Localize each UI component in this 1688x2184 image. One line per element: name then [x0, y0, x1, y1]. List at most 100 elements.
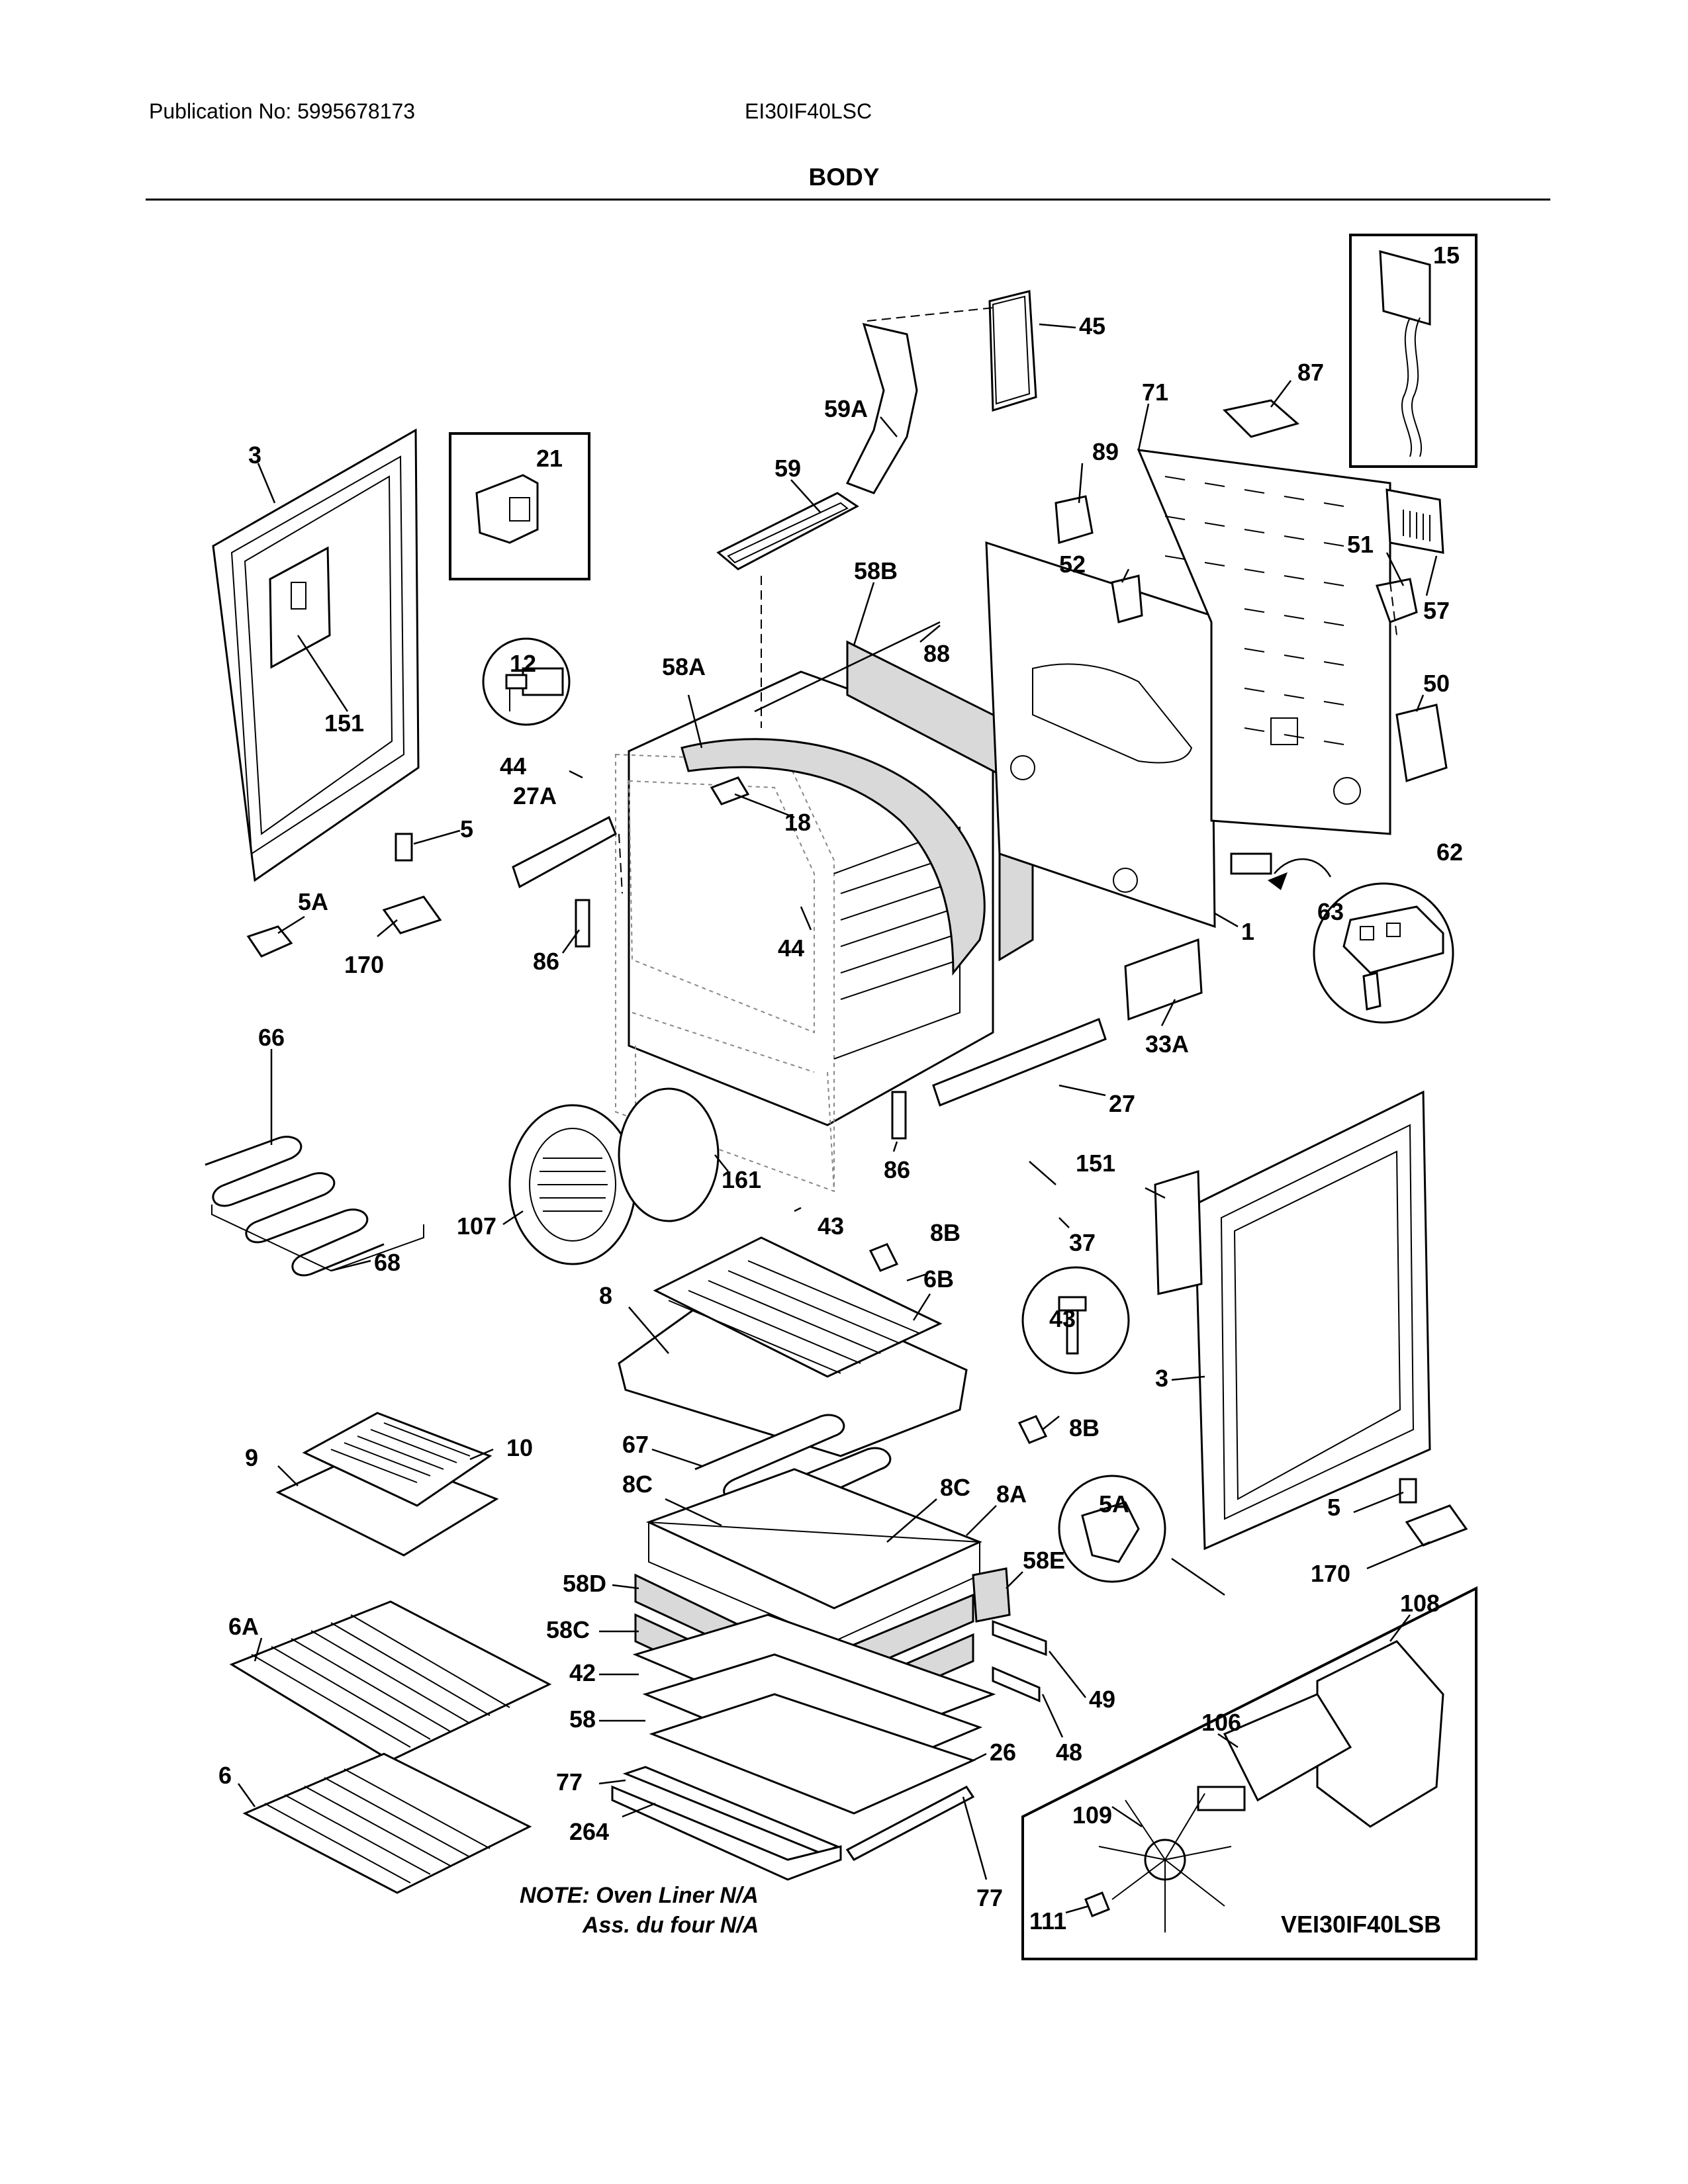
label-10: 10 — [506, 1434, 533, 1461]
label-8b-top: 8B — [930, 1219, 961, 1246]
label-86-right: 86 — [884, 1156, 910, 1183]
note-line-1: NOTE: Oven Liner N/A — [520, 1883, 759, 1908]
inset-box-15 — [1349, 234, 1477, 468]
bracket-170-left — [382, 895, 442, 934]
clip-8b-top — [868, 1243, 899, 1272]
rail-77-bottom — [845, 1786, 975, 1861]
rack-6a — [229, 1600, 552, 1762]
note-line-2: Ass. du four N/A — [582, 1913, 759, 1938]
broil-grid-10 — [302, 1412, 492, 1507]
label-8a: 8A — [996, 1480, 1027, 1508]
label-6: 6 — [218, 1762, 232, 1789]
bracket-151-right — [1154, 1169, 1203, 1295]
header-divider — [146, 199, 1550, 201]
inset-box-convection — [1021, 1586, 1477, 1960]
label-58: 58 — [569, 1706, 596, 1733]
label-264: 264 — [569, 1818, 609, 1845]
label-86-left: 86 — [533, 948, 559, 975]
vent-cover-45 — [988, 290, 1037, 412]
clip-8b-bottom — [1017, 1415, 1048, 1444]
inset-model-label: VEI30IF40LSB — [1281, 1911, 1441, 1938]
part-21-bracket — [475, 474, 539, 544]
label-3-right: 3 — [1155, 1365, 1168, 1392]
label-59: 59 — [774, 455, 801, 482]
label-106: 106 — [1201, 1709, 1241, 1736]
label-45: 45 — [1079, 312, 1105, 340]
label-107: 107 — [457, 1212, 496, 1240]
label-58e: 58E — [1023, 1547, 1065, 1574]
bracket-86-left — [575, 899, 590, 948]
leader-59a-45 — [867, 307, 994, 322]
part-12-sensor — [505, 667, 564, 711]
section-title: BODY — [808, 163, 880, 191]
label-88: 88 — [923, 640, 950, 667]
label-9: 9 — [245, 1444, 258, 1471]
label-37: 37 — [1069, 1229, 1096, 1256]
label-108: 108 — [1400, 1590, 1440, 1617]
label-71: 71 — [1142, 379, 1168, 406]
bracket-52 — [1111, 574, 1143, 623]
wire-37 — [1029, 1161, 1056, 1185]
label-66: 66 — [258, 1024, 285, 1051]
motor-plate-106 — [1197, 1693, 1352, 1811]
cover-50 — [1395, 704, 1448, 782]
bracket-170-right — [1405, 1504, 1468, 1547]
label-67: 67 — [622, 1431, 649, 1458]
label-6b: 6B — [923, 1265, 954, 1293]
publication-number: Publication No: 5995678173 — [149, 99, 416, 123]
arrow-62 — [1274, 858, 1332, 878]
fan-blade-109 — [1098, 1793, 1232, 1933]
model-number: EI30IF40LSC — [745, 99, 872, 123]
channel-27a — [512, 815, 617, 889]
rail-49 — [992, 1619, 1047, 1657]
label-52: 52 — [1059, 551, 1086, 578]
inset-box-21 — [449, 432, 590, 580]
label-63: 63 — [1317, 898, 1344, 925]
nut-111 — [1084, 1891, 1110, 1917]
label-170-left: 170 — [344, 951, 384, 978]
label-49: 49 — [1089, 1686, 1115, 1713]
label-68: 68 — [374, 1249, 400, 1276]
label-50: 50 — [1423, 670, 1450, 697]
vent-duct-59 — [716, 492, 859, 570]
door-panel-right — [1194, 1090, 1431, 1551]
convection-fan-cover-107 — [508, 1104, 637, 1265]
part-63-clip — [1362, 972, 1382, 1011]
leader-51 — [1389, 582, 1397, 636]
leveler-5-right — [1399, 1478, 1417, 1504]
label-170-right: 170 — [1311, 1560, 1350, 1587]
label-111: 111 — [1029, 1907, 1066, 1934]
fan-housing-108 — [1316, 1640, 1444, 1828]
label-21: 21 — [536, 445, 563, 472]
part-labels: 3 21 59 59A 45 89 71 87 15 51 57 52 58B … — [218, 242, 1463, 1934]
rack-6b — [653, 1236, 943, 1378]
leader-lines — [237, 323, 1438, 1914]
screw-43 — [1058, 1296, 1087, 1355]
leveler-5-left — [395, 833, 413, 862]
vent-duct-59a — [845, 322, 918, 494]
ring-161 — [618, 1087, 720, 1222]
label-58d: 58D — [563, 1570, 606, 1597]
part-51 — [1375, 578, 1418, 623]
label-44-top: 44 — [500, 752, 526, 780]
bracket-5a-right — [1081, 1501, 1140, 1563]
channel-27 — [932, 1018, 1107, 1107]
insulation-58e — [972, 1567, 1011, 1623]
label-27a: 27A — [513, 782, 557, 809]
leader-27a — [618, 833, 623, 894]
label-58b: 58B — [854, 557, 898, 584]
rack-6 — [242, 1752, 532, 1894]
label-6a: 6A — [228, 1613, 259, 1640]
label-18: 18 — [784, 809, 811, 836]
label-43-top: 43 — [818, 1212, 844, 1240]
label-8c-left: 8C — [622, 1471, 653, 1498]
label-43-circle: 43 — [1049, 1305, 1076, 1332]
label-5a-left: 5A — [298, 888, 328, 915]
label-27: 27 — [1109, 1090, 1135, 1117]
label-109: 109 — [1072, 1801, 1112, 1829]
label-58c: 58C — [546, 1616, 590, 1643]
label-5-left: 5 — [460, 815, 473, 842]
label-151-right: 151 — [1076, 1150, 1115, 1177]
rear-panel-1 — [985, 541, 1272, 929]
